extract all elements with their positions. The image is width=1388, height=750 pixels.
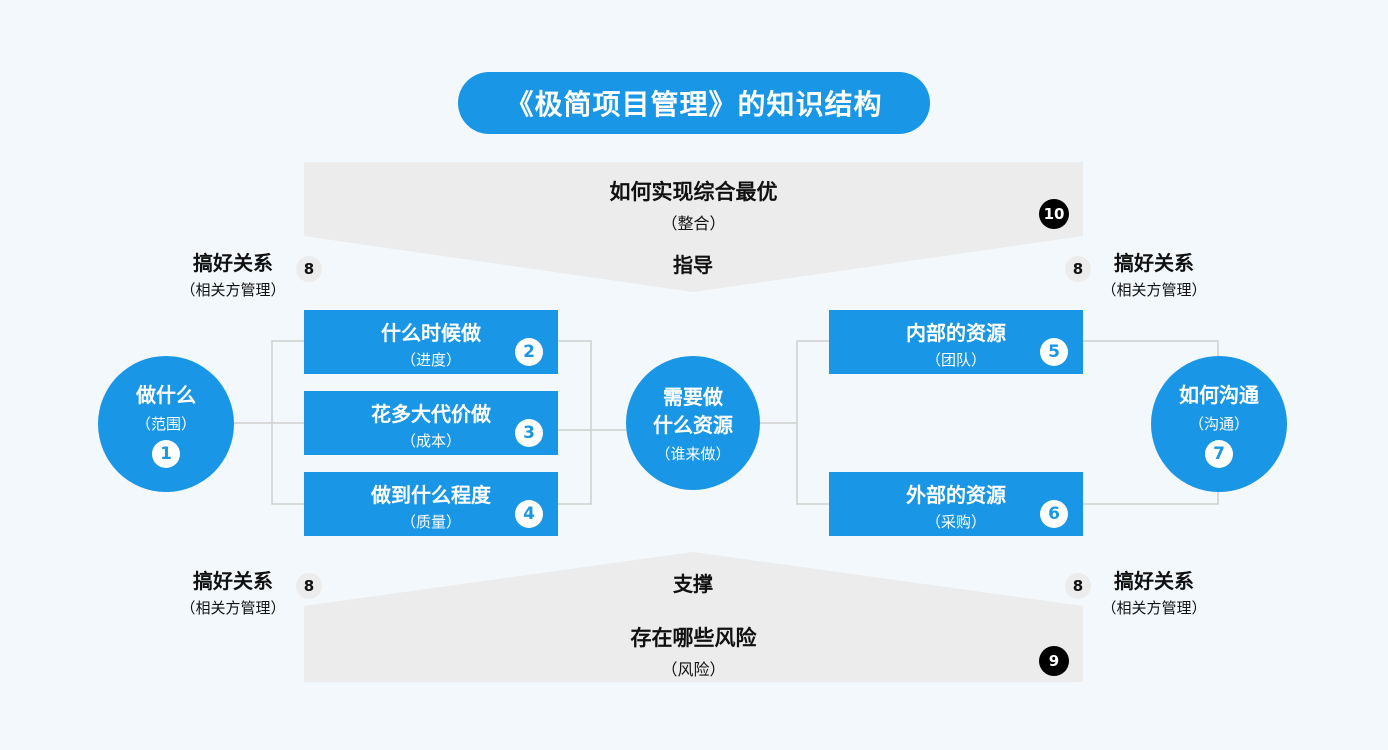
badge-6: 6 [1040,500,1068,528]
badge-1: 1 [152,439,180,468]
badge-10: 10 [1039,199,1069,229]
bottom-band-risk: 存在哪些风险 （风险） [304,606,1083,682]
box-external-resources: 外部的资源 （采购） [829,472,1083,536]
top-band-title: 如何实现综合最优 [609,180,778,204]
circle-communication-subtitle: （沟通） [1188,414,1249,433]
circle-resources-line1: 需要做 [663,384,723,409]
box-schedule-subtitle: （进度） [400,351,461,369]
support-label: 支撑 [673,572,713,596]
top-band-integration: 如何实现综合最优 （整合） [304,162,1083,236]
circle-resources-line2: 什么资源 [653,412,733,437]
connector-right-out-bottom [1083,490,1219,505]
relationship-bottom-left: 搞好关系 （相关方管理） [158,565,308,618]
box-quality: 做到什么程度 （质量） [304,472,558,536]
badge-8-top-left: 8 [296,256,322,282]
badge-2: 2 [515,338,543,366]
badge-7: 7 [1205,439,1233,468]
box-cost-subtitle: （成本） [400,432,461,450]
bottom-arrow [304,552,1083,606]
relationship-title: 搞好关系 [1114,251,1194,275]
relationship-title: 搞好关系 [1114,569,1194,593]
relationship-top-right: 搞好关系 （相关方管理） [1079,247,1229,300]
connector-right-bracket [796,340,829,505]
relationship-subtitle: （相关方管理） [180,599,286,617]
badge-9: 9 [1039,646,1069,676]
box-cost-title: 花多大代价做 [371,402,491,426]
circle-resources: 需要做 什么资源 （谁来做） [626,356,760,490]
circle-communication-title: 如何沟通 [1179,382,1259,407]
box-schedule: 什么时候做 （进度） [304,310,558,374]
guide-label: 指导 [673,253,713,277]
box-external-subtitle: （采购） [925,513,986,531]
box-schedule-title: 什么时候做 [381,321,481,345]
circle-communication: 如何沟通 （沟通） 7 [1151,356,1287,492]
bottom-band-subtitle: （风险） [661,660,726,679]
relationship-subtitle: （相关方管理） [1101,599,1207,617]
bottom-band-title: 存在哪些风险 [630,626,757,650]
circle-resources-subtitle: （谁来做） [655,444,731,463]
relationship-subtitle: （相关方管理） [180,281,286,299]
relationship-subtitle: （相关方管理） [1101,281,1207,299]
badge-4: 4 [515,500,543,528]
relationship-bottom-right: 搞好关系 （相关方管理） [1079,565,1229,618]
box-quality-title: 做到什么程度 [371,483,491,507]
box-quality-subtitle: （质量） [400,513,461,531]
circle-scope: 做什么 （范围） 1 [98,356,234,492]
box-internal-title: 内部的资源 [906,321,1006,345]
connector-right-out-bracket [1083,340,1219,357]
badge-8-bottom-right: 8 [1065,573,1091,599]
top-band-subtitle: （整合） [661,214,726,233]
box-cost: 花多大代价做 （成本） [304,391,558,455]
relationship-title: 搞好关系 [193,251,273,275]
box-external-title: 外部的资源 [906,483,1006,507]
circle-scope-subtitle: （范围） [135,414,196,433]
relationship-title: 搞好关系 [193,569,273,593]
circle-scope-title: 做什么 [136,382,196,407]
badge-8-top-right: 8 [1065,256,1091,282]
badge-5: 5 [1040,338,1068,366]
badge-3: 3 [515,419,543,447]
box-internal-subtitle: （团队） [925,351,986,369]
relationship-top-left: 搞好关系 （相关方管理） [158,247,308,300]
page-title: 《极简项目管理》的知识结构 [458,72,930,134]
top-arrow [304,236,1083,292]
badge-8-bottom-left: 8 [296,573,322,599]
connector-left-out-bracket [558,340,592,505]
box-internal-resources: 内部的资源 （团队） [829,310,1083,374]
